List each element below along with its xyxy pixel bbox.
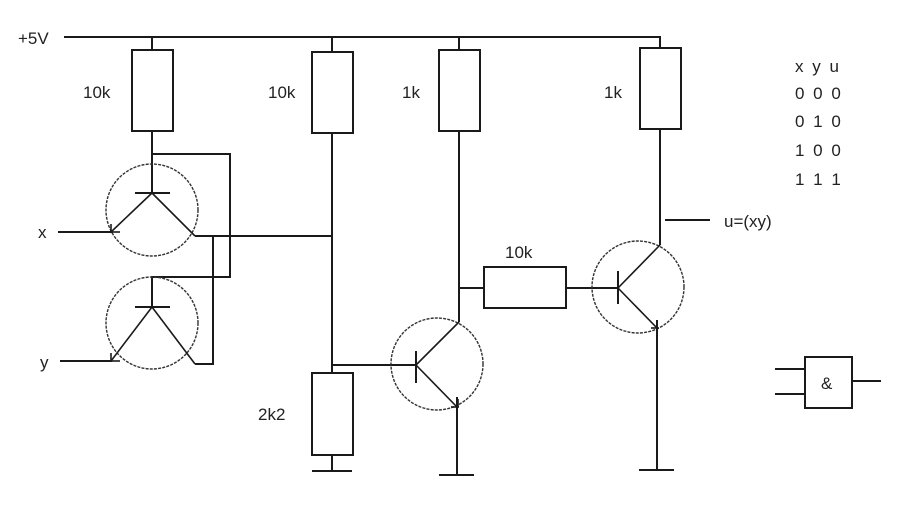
and-gate-symbol: &	[775, 356, 881, 409]
transistor-t4	[591, 129, 685, 471]
resistor-r1: 10k	[83, 37, 174, 132]
resistor-r1-label: 10k	[83, 83, 111, 102]
r1-to-bases-wire	[151, 131, 231, 307]
supply-label: +5V	[18, 29, 49, 48]
truth-table: x y u 0 0 0 0 1 0 1 0 0 1 1 1	[795, 57, 843, 189]
resistor-r5-label: 10k	[505, 243, 533, 262]
truth-table-row: 0 0 0	[795, 84, 843, 103]
truth-table-row: 1 1 1	[795, 170, 843, 189]
resistor-r2-label: 10k	[268, 83, 296, 102]
resistor-r3: 1k	[402, 37, 481, 132]
resistor-r6: 2k2	[258, 372, 354, 472]
transistor-t3	[332, 131, 484, 476]
truth-table-row: 1 0 0	[795, 141, 843, 160]
resistor-r4: 1k	[604, 36, 682, 130]
output-label: u=(xy)	[724, 212, 772, 231]
resistor-r3-label: 1k	[402, 83, 420, 102]
resistor-r2: 10k	[268, 37, 354, 134]
transistor-t2	[105, 276, 199, 370]
and-gate-label: &	[821, 374, 833, 393]
truth-table-row: 0 1 0	[795, 112, 843, 131]
resistor-r6-label: 2k2	[258, 405, 285, 424]
input-x-label: x	[38, 223, 47, 242]
truth-table-header: x y u	[795, 57, 841, 76]
input-y-label: y	[40, 353, 49, 372]
emitter-node-wire	[195, 133, 333, 373]
transistor-t1	[105, 163, 199, 257]
resistor-r4-label: 1k	[604, 83, 622, 102]
